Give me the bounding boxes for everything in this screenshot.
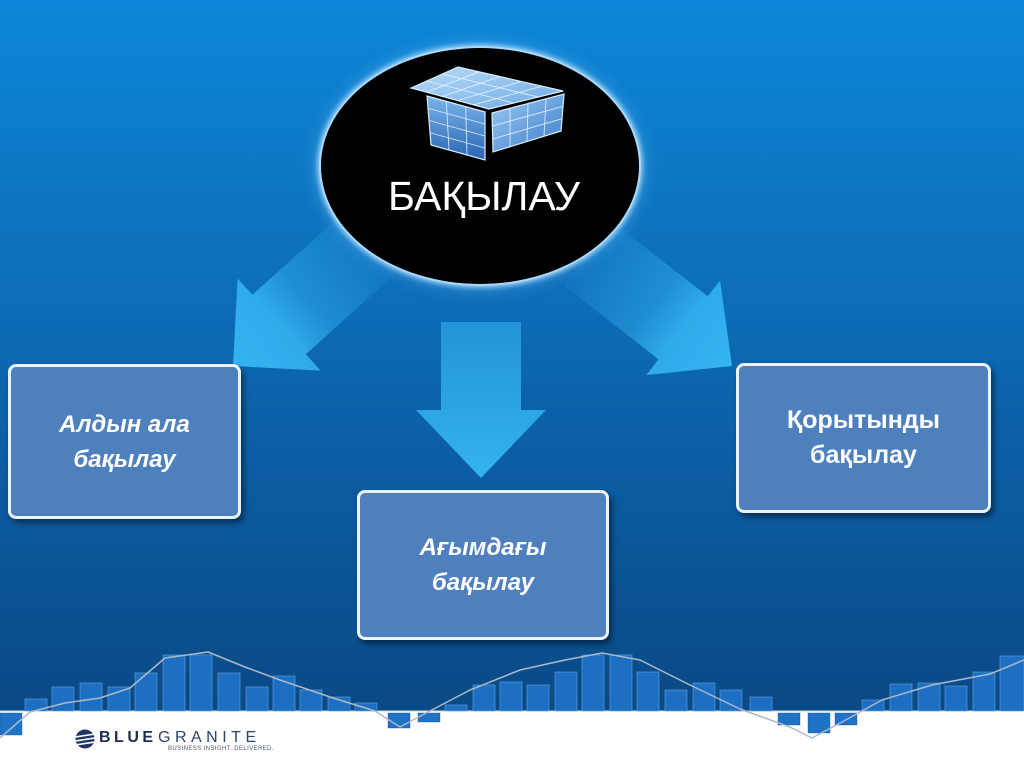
decor-bar-negative <box>417 712 441 723</box>
cube-grid-line <box>442 76 501 97</box>
decor-bar <box>526 684 550 712</box>
cube-grid-line <box>492 105 564 127</box>
decor-bar <box>944 685 968 712</box>
decor-bar-chart <box>0 654 1024 736</box>
arrow-right <box>563 222 732 376</box>
decor-bar <box>245 686 269 712</box>
decor-bar <box>664 689 688 712</box>
decor-bar <box>636 671 660 712</box>
decor-bar <box>472 684 496 712</box>
box-label-line-1: Алдын ала <box>59 410 190 438</box>
decor-bar <box>972 671 996 712</box>
cube-grid-line <box>473 85 543 106</box>
box-label-line-2: бақылау <box>431 569 535 596</box>
cube-grid-line <box>427 107 486 125</box>
arrow-down-icon <box>233 214 396 371</box>
decor-bar <box>444 704 468 712</box>
cube-left-face <box>426 95 486 161</box>
cube-grid-line <box>426 71 480 93</box>
cube-grid-line <box>457 80 522 102</box>
logo-brand-blue: BLUE <box>99 729 157 746</box>
arrow-down-icon <box>563 222 732 376</box>
arrow-down-icon <box>416 322 546 478</box>
decor-bar <box>217 672 241 712</box>
arrow-left <box>233 214 396 371</box>
cube-faces <box>409 66 565 161</box>
cube-grid-line <box>442 73 539 98</box>
arrow-center <box>416 322 546 478</box>
box-current-control: Ағымдағы бақылау <box>357 490 609 640</box>
decor-bar <box>581 654 605 712</box>
box-label-line-1: Ағымдағы <box>419 534 547 561</box>
decor-bar <box>189 654 213 712</box>
box-preliminary-control: Алдын ала бақылау <box>8 364 241 519</box>
decor-bar <box>107 686 131 712</box>
cube-grid-line <box>543 98 547 137</box>
decor-bar <box>889 683 913 712</box>
cube-top-face <box>409 66 564 110</box>
decor-bar <box>609 654 633 712</box>
cube-grid-line <box>526 103 529 142</box>
decor-bar <box>272 675 296 712</box>
decor-bar-negative <box>777 712 801 726</box>
box-final-control: Қорытынды бақылау <box>736 363 991 513</box>
decor-bar <box>917 682 941 712</box>
cube-grid-line <box>492 118 563 140</box>
box-label-line-1: Қорытынды <box>786 406 941 434</box>
decor-bar <box>134 672 158 712</box>
decor-bar <box>354 702 378 712</box>
logo-stripes <box>75 733 95 746</box>
decor-bar <box>79 682 103 712</box>
cube-grid-line <box>429 132 486 149</box>
bluegranite-logo-icon <box>75 729 95 749</box>
decor-trend-line <box>0 651 1024 739</box>
cube-grid-line <box>428 120 486 137</box>
decor-bar-negative <box>0 712 23 736</box>
logo-tagline: BUSINESS INSIGHT. DELIVERED. <box>168 746 274 752</box>
hub-title: БАҚЫЛАУ <box>387 173 581 219</box>
logo-brand-granite: GRANITE <box>158 729 261 746</box>
decor-trend <box>0 651 1024 739</box>
decor-bar <box>554 671 578 712</box>
decor-bar <box>719 689 743 712</box>
decor-bar <box>499 681 523 712</box>
decor-bar-negative <box>807 712 831 734</box>
cube-grid-icon <box>409 66 565 161</box>
cube-grid-line <box>426 80 514 104</box>
cube-right-face <box>491 93 565 153</box>
box-label-line-2: бақылау <box>810 441 917 469</box>
decor-bar <box>51 686 75 712</box>
decor-bar <box>749 696 773 712</box>
box-label-line-2: бақылау <box>73 445 176 473</box>
decor-bar <box>162 654 186 712</box>
